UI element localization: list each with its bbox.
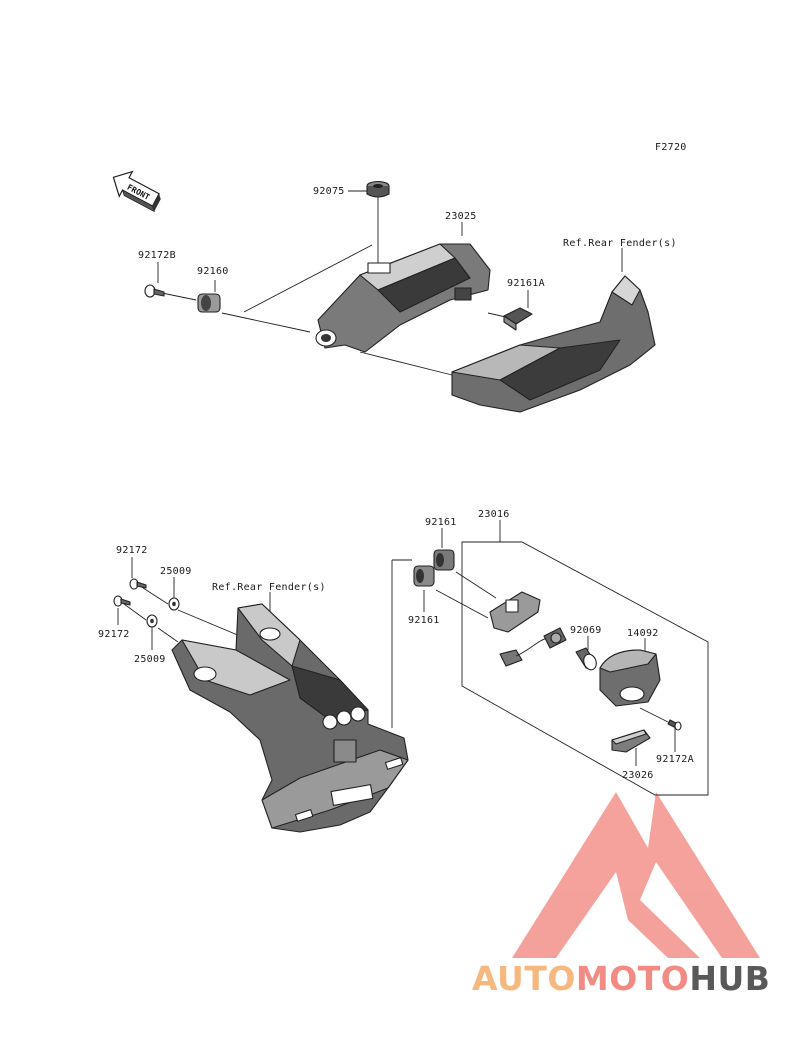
label-92069: 92069 — [570, 625, 602, 636]
leader-washer-to-fender-b — [157, 627, 179, 643]
leader-lens-to-screw — [639, 707, 669, 723]
leader-washer-to-fender-a — [177, 609, 241, 637]
leader-grommet-to-socket-a — [455, 571, 497, 599]
leader-bolt-washer-a — [139, 585, 169, 605]
label-ref-rear-fender-top: Ref.Rear Fender(s) — [563, 238, 677, 249]
lens-14092-icon — [599, 649, 661, 707]
label-92075: 92075 — [313, 186, 345, 197]
top-assembly: 92075 23025 92172B 92160 92161A Ref.Rear… — [138, 180, 677, 413]
screw-92172A-icon — [667, 719, 682, 731]
label-92172B: 92172B — [138, 250, 176, 261]
label-92172-upper: 92172 — [116, 545, 148, 556]
diagram-code: F2720 — [655, 142, 687, 153]
leader-bolt-washer-b — [123, 603, 147, 621]
grommet-92161-upper-icon — [433, 549, 455, 571]
watermark-hub: HUB — [689, 959, 771, 998]
washer-25009-upper-icon — [168, 597, 180, 611]
bolt-92172B-icon — [144, 284, 165, 298]
label-92161A: 92161A — [507, 278, 545, 289]
label-23025: 23025 — [445, 211, 477, 222]
bottom-assembly: 92161 23016 92161 92172 25009 92172 2500… — [98, 509, 709, 833]
label-23016: 23016 — [478, 509, 510, 520]
leader-grommet-to-bracket — [221, 312, 311, 333]
rear-fender-bottom-icon — [171, 603, 409, 833]
front-arrow-icon: FRONT — [112, 170, 161, 213]
grommet-92161-lower-icon — [413, 565, 435, 587]
watermark-brand-text: AUTOMOTOHUB — [472, 962, 770, 995]
grommet-92075-icon — [366, 180, 390, 198]
label-25009-lower: 25009 — [134, 654, 166, 665]
label-ref-rear-fender-bottom: Ref.Rear Fender(s) — [212, 582, 326, 593]
bolt-92172-upper-icon — [129, 578, 147, 590]
label-14092: 14092 — [627, 628, 659, 639]
label-92161-upper: 92161 — [425, 517, 457, 528]
outline-23016-group — [461, 541, 709, 796]
label-92160: 92160 — [197, 266, 229, 277]
label-25009-upper: 25009 — [160, 566, 192, 577]
label-92172-lower: 92172 — [98, 629, 130, 640]
leader-bracket-to-fender — [359, 351, 453, 376]
label-92172A: 92172A — [656, 754, 694, 765]
watermark-logo-icon — [512, 792, 760, 958]
leader-bolt-to-grommet — [161, 292, 197, 301]
label-92161-lower: 92161 — [408, 615, 440, 626]
leader-grommet-to-socket-b — [435, 589, 489, 619]
bolt-92172-lower-icon — [113, 595, 131, 607]
label-23026: 23026 — [622, 770, 654, 781]
reflector-23026-icon — [611, 729, 651, 753]
watermark-auto: AUTO — [472, 959, 576, 998]
clip-92161A-icon — [503, 307, 533, 331]
washer-25009-lower-icon — [146, 614, 158, 628]
grommet-92160-icon — [197, 293, 221, 313]
bracket-23025-icon — [315, 243, 491, 353]
bulb-92069-icon — [575, 647, 597, 671]
leader-diag-upper — [243, 244, 373, 313]
rear-fender-top-icon — [451, 275, 656, 413]
watermark-moto: MOTO — [575, 959, 690, 998]
socket-23016-icon — [489, 591, 567, 667]
